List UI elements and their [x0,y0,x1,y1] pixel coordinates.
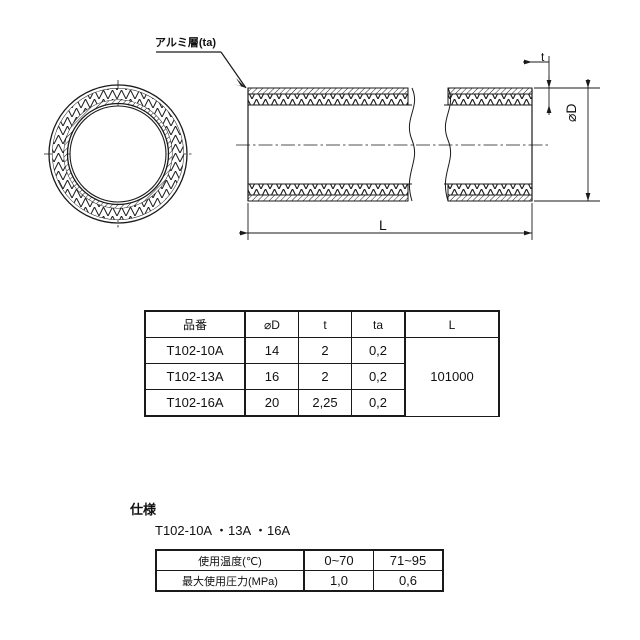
dimension-diameter [534,79,600,202]
cross-section-view [44,80,192,228]
cell-thickness: 2,25 [298,389,352,417]
dimension-diameter-label: ⌀D [563,103,579,122]
dimension-thickness-label: t [541,50,545,64]
pipe-wall-upper-left [247,87,409,106]
table-row: 最大使用圧力(MPa) 1,0 0,6 [155,570,444,592]
spec-title: 仕様 [130,502,157,517]
pipe-bore-lines [248,104,532,185]
dimension-length [239,203,533,240]
cell-length-merged: 101000 [404,337,500,417]
header-outer-diameter: ⌀D [244,310,299,338]
cell-outer-diameter: 14 [244,337,299,364]
pipe-wall-lower-left [247,183,409,202]
cross-section-wall [48,84,188,224]
side-view [236,87,548,202]
header-thickness: t [298,310,352,338]
header-part-number: 品番 [144,310,246,338]
pipe-wall-lower-right [447,183,533,202]
header-length: L [404,310,500,338]
aluminium-layer-leader [156,51,247,89]
cell-thickness: 2 [298,337,352,364]
cell-part-number: T102-13A [144,363,246,390]
table-row: T102-10A 14 2 0,2 101000 [144,337,500,417]
cell-part-number: T102-10A [144,337,246,364]
dimension-length-label: L [379,217,387,233]
spec-table: 使用温度(℃) 0~70 71~95 最大使用圧力(MPa) 1,0 0,6 [155,549,444,592]
spec-value-temperature-low: 0~70 [303,549,374,571]
spec-label-pressure: 最大使用圧力(MPa) [155,570,305,592]
table-row: T102-13A 16 2 0,2 [144,363,499,390]
cell-alu-thickness: 0,2 [351,337,406,364]
table-row: 使用温度(℃) 0~70 71~95 [155,549,444,571]
cell-outer-diameter: 20 [244,389,299,417]
cell-part-number: T102-16A [144,389,246,417]
dimension-thickness [523,56,552,115]
cell-thickness: 2 [298,363,352,390]
spec-value-pressure-low: 1,0 [303,570,374,592]
cell-outer-diameter: 16 [244,363,299,390]
parts-table: 品番 ⌀D t ta L T102-10A 14 2 0,2 101000 T1… [144,310,500,417]
table-row: T102-16A 20 2,25 0,2 [144,389,499,417]
pipe-wall-upper-right [447,87,533,106]
spec-subtitle: T102-10A ・13A ・16A [155,523,291,538]
header-alu-thickness: ta [351,310,406,338]
parts-table-header-row: 品番 ⌀D t ta L [144,310,500,338]
spec-label-temperature: 使用温度(℃) [155,549,305,571]
cell-alu-thickness: 0,2 [351,389,406,417]
cell-alu-thickness: 0,2 [351,363,406,390]
break-line [408,87,452,202]
spec-value-temperature-high: 71~95 [373,549,444,571]
spec-value-pressure-high: 0,6 [373,570,444,592]
pipe-end-edges [247,88,533,201]
aluminium-layer-label: アルミ層(ta) [155,37,216,49]
